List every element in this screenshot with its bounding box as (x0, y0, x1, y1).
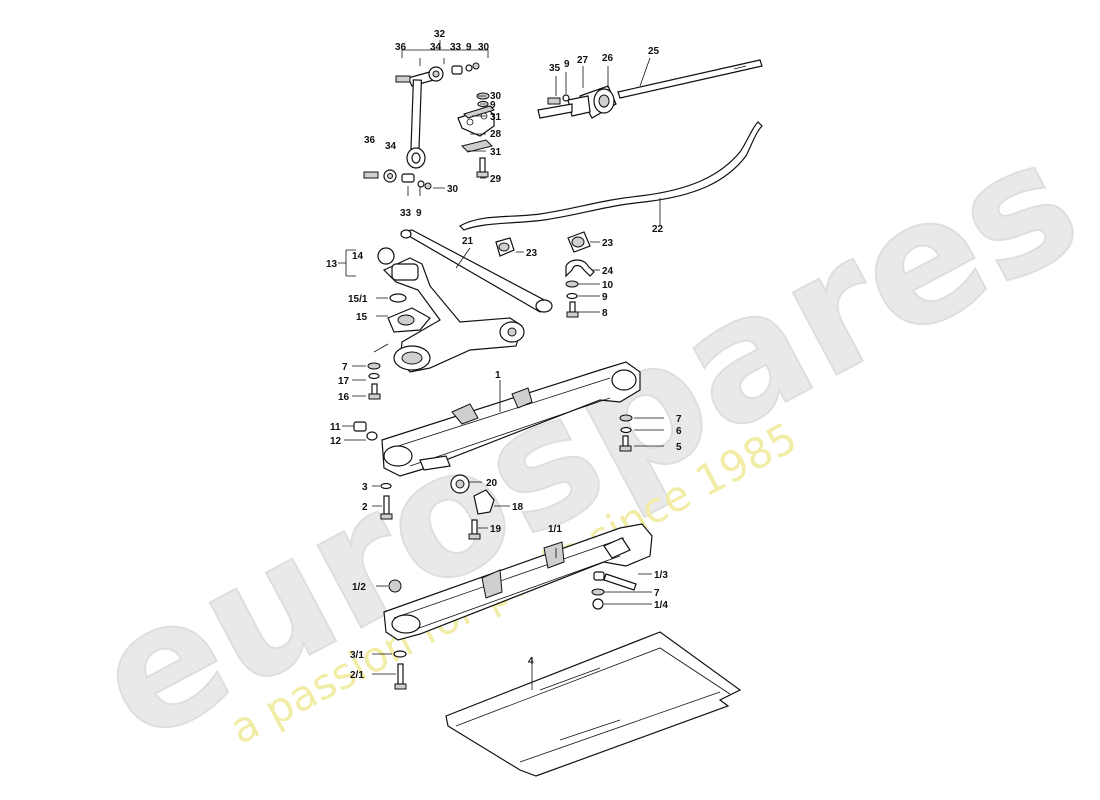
callout-9: 9 (602, 292, 608, 303)
callout-3: 3 (362, 482, 368, 493)
callout-31: 31 (490, 147, 502, 158)
callout-26: 26 (602, 53, 614, 64)
callout-19: 19 (490, 524, 502, 535)
callout-15-1: 15/1 (348, 294, 368, 305)
callout-1-3: 1/3 (654, 570, 668, 581)
callout-16: 16 (338, 392, 350, 403)
callout-11: 11 (330, 422, 341, 433)
stabilizer-bar-22 (459, 121, 763, 231)
callout-25: 25 (648, 46, 660, 57)
callout-9: 9 (416, 208, 422, 219)
callout-32: 32 (434, 29, 446, 40)
callout-20: 20 (486, 478, 498, 489)
callout-28: 28 (490, 129, 502, 140)
crossmember-1 (342, 361, 664, 477)
callout-15: 15 (356, 312, 368, 323)
callout-36: 36 (395, 42, 407, 53)
callout-23: 23 (526, 248, 538, 259)
skid-plate-4 (445, 631, 742, 777)
torsion-bar-group (537, 57, 763, 119)
callout-6: 6 (676, 426, 682, 437)
callout-29: 29 (490, 174, 502, 185)
callout-34: 34 (385, 141, 397, 152)
callout-7: 7 (342, 362, 348, 373)
callout-24: 24 (602, 266, 614, 277)
control-arm-group (338, 229, 553, 400)
callout-12: 12 (330, 436, 342, 447)
callout-35: 35 (549, 63, 561, 74)
callout-30: 30 (490, 91, 502, 102)
crossmember-1-1 (372, 523, 653, 690)
callout-1-4: 1/4 (654, 600, 668, 611)
callout-34: 34 (430, 42, 442, 53)
callout-1-2: 1/2 (352, 582, 366, 593)
callout-33: 33 (450, 42, 462, 53)
callout-8: 8 (602, 308, 608, 319)
callout-13: 13 (326, 259, 338, 270)
callout-9: 9 (490, 100, 496, 111)
callout-14: 14 (352, 251, 364, 262)
callout-36: 36 (364, 135, 376, 146)
callout-21: 21 (462, 236, 474, 247)
callout-18: 18 (512, 502, 524, 513)
callout-5: 5 (676, 442, 682, 453)
mount-group (372, 474, 510, 540)
callout-4: 4 (528, 656, 534, 667)
callout-27: 27 (577, 55, 589, 66)
callout-10: 10 (602, 280, 614, 291)
callout-9: 9 (466, 42, 472, 53)
callout-1-1: 1/1 (548, 524, 562, 535)
callout-22: 22 (652, 224, 664, 235)
bushing-group (495, 231, 600, 318)
callout-23: 23 (602, 238, 614, 249)
callout-7: 7 (654, 588, 660, 599)
callout-2: 2 (362, 502, 368, 513)
callout-labels: 32 36 34 33 9 30 30 9 31 28 31 29 36 34 … (326, 29, 682, 681)
callout-3-1: 3/1 (350, 650, 364, 661)
callout-33: 33 (400, 208, 412, 219)
stabilizer-link-group (363, 40, 495, 196)
callout-17: 17 (338, 376, 350, 387)
callout-30: 30 (447, 184, 459, 195)
callout-9: 9 (564, 59, 570, 70)
callout-2-1: 2/1 (350, 670, 364, 681)
callout-31: 31 (490, 112, 502, 123)
callout-30: 30 (478, 42, 490, 53)
callout-1: 1 (495, 370, 501, 381)
callout-7: 7 (676, 414, 682, 425)
